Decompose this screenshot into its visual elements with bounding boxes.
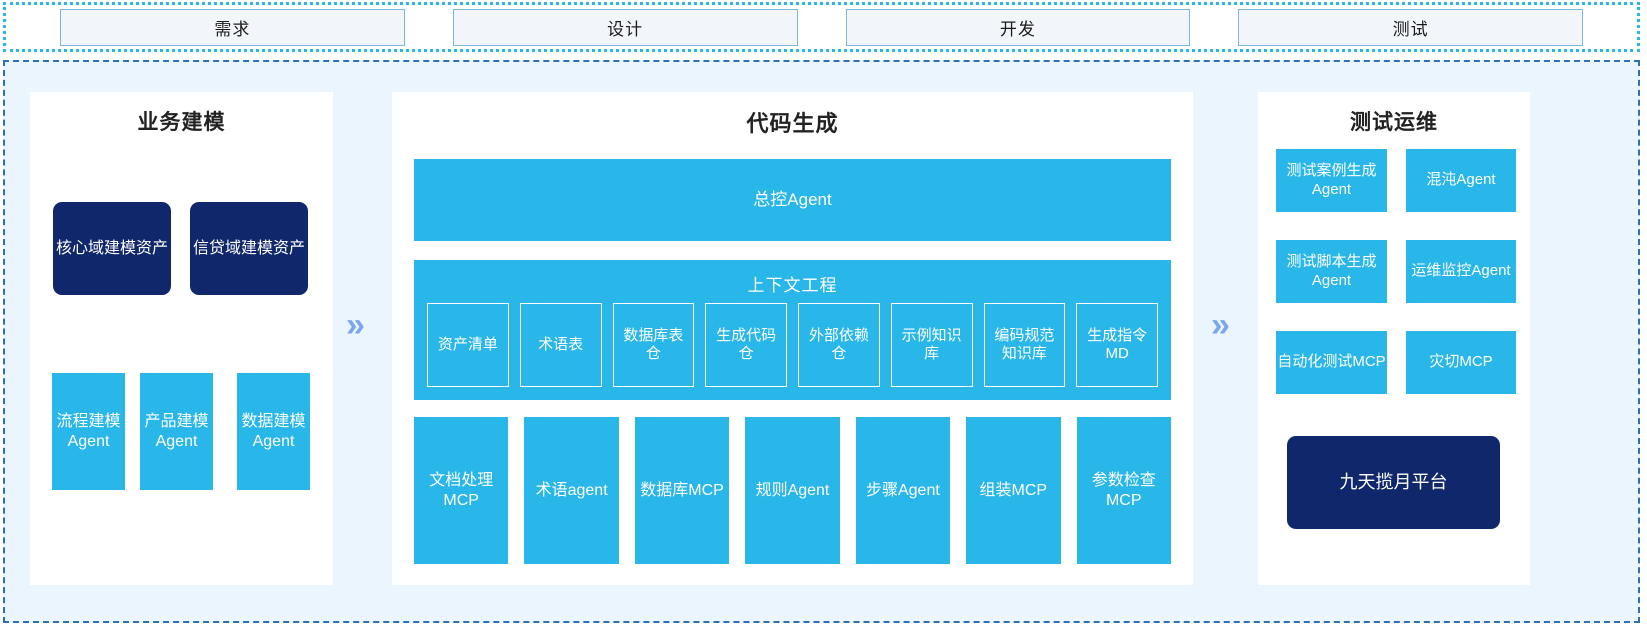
panel-code-generation: 代码生成 总控Agent 上下文工程 资产清单 术语表 数据库表仓 生成代码仓 — [392, 92, 1193, 585]
node-label: 规则Agent — [755, 481, 830, 499]
node-label: 组装MCP — [979, 481, 1048, 499]
node-label: 步骤Agent — [865, 481, 940, 499]
node-label: 数据建模Agent — [241, 412, 306, 450]
panel-business-modeling: 业务建模 核心域建模资产 信贷域建模资产 流程建模Agent 产品建模Agent… — [30, 92, 333, 585]
node-master-control-agent[interactable]: 总控Agent — [414, 159, 1171, 241]
context-item-generated-code-repo[interactable]: 生成代码仓 — [705, 303, 787, 387]
chevron-right-arrow-icon: » — [1211, 306, 1230, 344]
node-step-agent[interactable]: 步骤Agent — [855, 417, 951, 564]
panel-title-business-modeling: 业务建模 — [137, 111, 226, 134]
tool-row: 文档处理MCP 术语agent 数据库MCP 规则Agent 步骤Agent 组… — [414, 417, 1171, 564]
node-database-mcp[interactable]: 数据库MCP — [634, 417, 730, 564]
node-label: 九天揽月平台 — [1339, 471, 1448, 492]
node-label: 编码规范知识库 — [994, 326, 1055, 362]
stage-testing[interactable]: 测试 — [1238, 8, 1583, 46]
context-item-example-knowledge-base[interactable]: 示例知识库 — [890, 303, 973, 387]
stage-strip: 需求 设计 开发 测试 — [3, 2, 1640, 52]
context-engineering-title: 上下文工程 — [747, 276, 838, 295]
node-label: 示例知识库 — [901, 326, 962, 362]
node-disaster-switchover-mcp[interactable]: 灾切MCP — [1406, 331, 1516, 394]
stage-requirement[interactable]: 需求 — [60, 8, 405, 46]
node-chaos-agent[interactable]: 混沌Agent — [1406, 149, 1516, 212]
node-label: 外部依赖仓 — [808, 326, 869, 362]
stage-label: 需求 — [214, 19, 251, 39]
stage-label: 设计 — [607, 19, 644, 39]
node-label: 流程建模Agent — [56, 412, 121, 450]
node-label: 核心域建模资产 — [55, 239, 168, 257]
node-assembly-mcp[interactable]: 组装MCP — [966, 417, 1061, 564]
node-credit-domain-modeling-asset[interactable]: 信贷域建模资产 — [190, 202, 308, 295]
node-label: 灾切MCP — [1429, 353, 1493, 371]
context-engineering-items: 资产清单 术语表 数据库表仓 生成代码仓 外部依赖仓 示例知识库 — [427, 303, 1158, 387]
stage-development[interactable]: 开发 — [845, 8, 1191, 46]
node-core-domain-modeling-asset[interactable]: 核心域建模资产 — [53, 202, 171, 295]
panel-title-test-operations: 测试运维 — [1350, 111, 1438, 134]
stage-design[interactable]: 设计 — [452, 8, 798, 46]
node-label: 数据库表仓 — [623, 326, 684, 362]
node-label: 术语agent — [535, 481, 608, 499]
node-test-case-generation-agent[interactable]: 测试案例生成Agent — [1276, 149, 1387, 212]
architecture-container: 业务建模 核心域建模资产 信贷域建模资产 流程建模Agent 产品建模Agent… — [3, 60, 1640, 623]
node-label: 测试案例生成Agent — [1286, 162, 1377, 198]
node-product-modeling-agent[interactable]: 产品建模Agent — [140, 373, 213, 490]
stage-label: 开发 — [999, 19, 1036, 39]
node-label: 数据库MCP — [640, 481, 724, 499]
node-process-modeling-agent[interactable]: 流程建模Agent — [52, 373, 125, 490]
node-label: 运维监控Agent — [1411, 262, 1511, 280]
node-automated-testing-mcp[interactable]: 自动化测试MCP — [1276, 331, 1387, 394]
context-item-generation-instruction-md[interactable]: 生成指令MD — [1076, 303, 1158, 387]
panel-test-operations: 测试运维 测试案例生成Agent 混沌Agent 测试脚本生成Agent 运维监… — [1258, 92, 1530, 585]
node-label: 生成指令MD — [1087, 326, 1148, 362]
context-item-asset-inventory[interactable]: 资产清单 — [427, 303, 509, 387]
panel-title-code-generation: 代码生成 — [746, 111, 839, 136]
context-item-coding-standard-knowledge-base[interactable]: 编码规范知识库 — [983, 303, 1066, 387]
stage-label: 测试 — [1392, 19, 1429, 39]
node-label: 文档处理MCP — [429, 471, 494, 509]
node-label: 信贷域建模资产 — [192, 239, 305, 257]
node-label: 术语表 — [538, 335, 584, 353]
node-jiutian-lanyue-platform[interactable]: 九天揽月平台 — [1287, 436, 1500, 529]
node-label: 混沌Agent — [1426, 171, 1496, 189]
node-parameter-check-mcp[interactable]: 参数检查MCP — [1076, 417, 1171, 564]
context-item-external-dependency-repo[interactable]: 外部依赖仓 — [798, 303, 880, 387]
node-label: 产品建模Agent — [144, 412, 209, 450]
node-glossary-agent[interactable]: 术语agent — [524, 417, 619, 564]
node-test-script-generation-agent[interactable]: 测试脚本生成Agent — [1276, 240, 1387, 303]
node-label: 参数检查MCP — [1091, 471, 1156, 509]
node-document-processing-mcp[interactable]: 文档处理MCP — [414, 417, 509, 564]
node-label: 测试脚本生成Agent — [1286, 253, 1377, 289]
node-data-modeling-agent[interactable]: 数据建模Agent — [237, 373, 310, 490]
node-operations-monitoring-agent[interactable]: 运维监控Agent — [1406, 240, 1516, 303]
node-rule-agent[interactable]: 规则Agent — [745, 417, 840, 564]
context-item-glossary[interactable]: 术语表 — [519, 303, 602, 387]
chevron-right-arrow-icon: » — [346, 306, 365, 344]
node-label: 资产清单 — [437, 335, 498, 353]
node-label: 总控Agent — [753, 189, 832, 209]
node-label: 自动化测试MCP — [1277, 353, 1386, 371]
context-item-database-table-repo[interactable]: 数据库表仓 — [612, 303, 695, 387]
context-engineering-block: 上下文工程 资产清单 术语表 数据库表仓 生成代码仓 外部依赖仓 示 — [414, 260, 1171, 400]
node-label: 生成代码仓 — [716, 326, 777, 362]
